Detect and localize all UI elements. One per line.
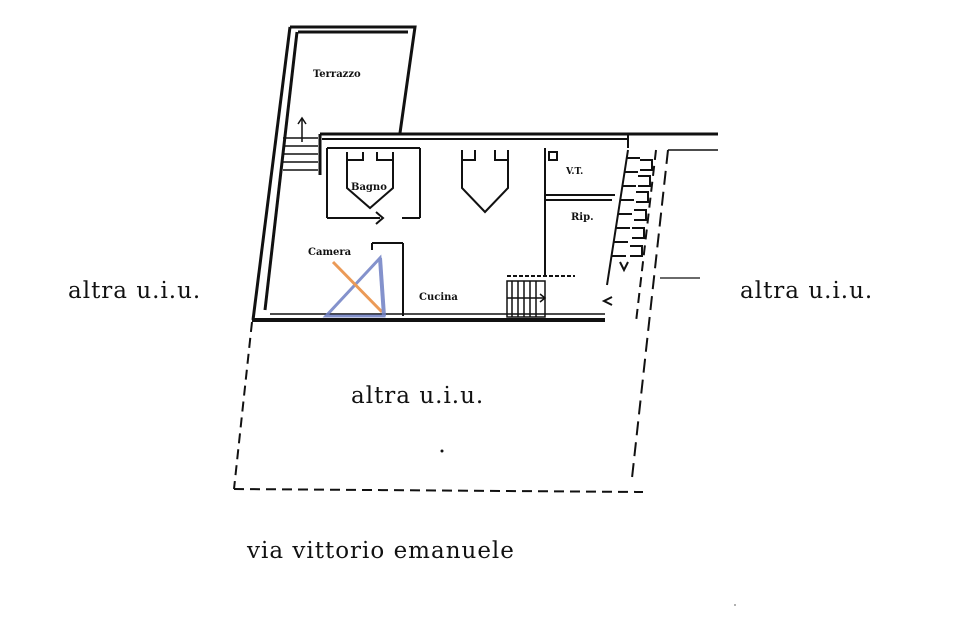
toilet-fixture	[346, 152, 394, 210]
room-label-bagno: Bagno	[351, 182, 387, 193]
neighbor-label-bottom: altra u.i.u.	[351, 383, 484, 409]
room-label-vt: V.T.	[565, 167, 583, 177]
room-label-camera: Camera	[308, 247, 352, 258]
neighbor-label-right: altra u.i.u.	[740, 278, 873, 304]
terrace-steps	[283, 116, 318, 171]
kitchen-fixture	[461, 150, 509, 214]
dot-mark	[734, 604, 736, 606]
internal-stairs	[506, 280, 547, 318]
bathroom-walls	[326, 147, 421, 225]
room-label-rip: Rip.	[571, 212, 594, 223]
terrace-outline	[251, 25, 417, 321]
dot-mark	[440, 449, 444, 453]
neighbor-unit-bottom-outline	[233, 321, 644, 493]
right-boundary	[631, 149, 700, 479]
interior-walls	[371, 148, 615, 316]
neighbor-label-left: altra u.i.u.	[68, 278, 201, 304]
agency-logo-icon	[322, 254, 386, 318]
room-label-cucina: Cucina	[419, 292, 458, 303]
room-label-terrazzo: Terrazzo	[313, 69, 361, 80]
street-label: via vittorio emanuele	[246, 538, 515, 564]
main-stairs	[601, 149, 653, 306]
outer-walls	[252, 132, 718, 322]
